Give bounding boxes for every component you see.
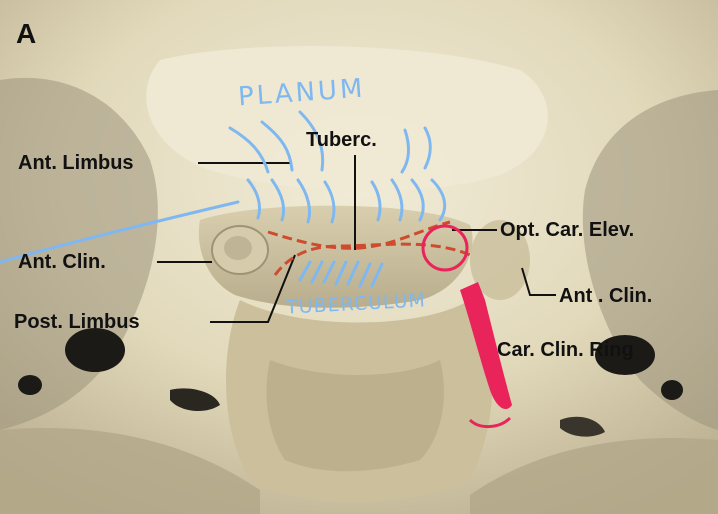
left-clinoid-hollow — [224, 236, 252, 260]
tuberculum-marks — [298, 260, 384, 288]
left-foramen-small — [18, 375, 42, 395]
ant-clin-right-leader — [521, 267, 556, 296]
tuberculum-surface — [198, 205, 473, 308]
right-fossa-shadow — [582, 90, 718, 430]
planum-surface — [146, 46, 548, 192]
label-post-limbus: Post. Limbus — [14, 311, 140, 333]
lower-left-bone — [0, 428, 260, 514]
left-foramen-large — [65, 328, 125, 372]
planum-marks — [0, 110, 447, 264]
right-foramen-small — [661, 380, 683, 400]
right-lower-fissure — [560, 416, 605, 437]
label-tuberc: Tuberc. — [306, 129, 377, 151]
leader-lines — [157, 155, 556, 323]
left-lower-fissure — [170, 388, 220, 412]
lower-right-bone — [470, 438, 718, 514]
label-opt-car-elev: Opt. Car. Elev. — [500, 219, 635, 241]
post-limbus-leader — [210, 254, 296, 323]
opt-car-elev-circle — [421, 224, 469, 272]
label-ant-clin-left: Ant. Clin. — [18, 251, 106, 273]
panel-letter: A — [16, 18, 37, 49]
carotid-scribble-tail — [468, 416, 512, 428]
right-foramen-large — [595, 335, 655, 375]
limbus-dashes — [267, 220, 471, 276]
label-ant-limbus: Ant. Limbus — [18, 152, 134, 174]
label-ant-clin-right: Ant . Clin. — [559, 285, 653, 307]
right-clinoid-region — [470, 220, 530, 300]
label-car-clin-ring: Car. Clin. Ring — [497, 339, 634, 361]
carotid-scribble — [460, 282, 512, 410]
sella-floor — [266, 360, 444, 472]
